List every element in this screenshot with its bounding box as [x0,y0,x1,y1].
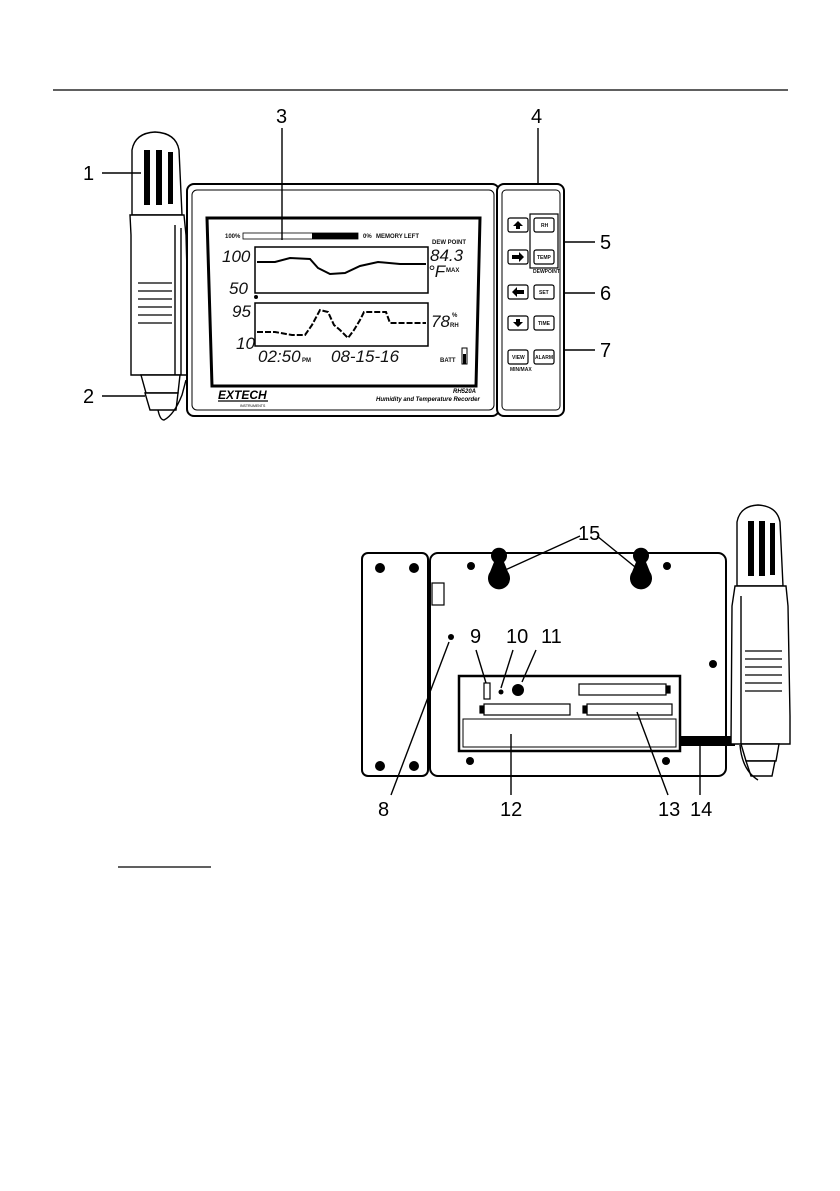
callout-7: 7 [600,340,611,362]
battery-b [484,704,570,715]
lcd-time: 02:50 [258,347,301,366]
lcd-date: 08-15-16 [331,347,400,366]
lcd-memory-full: 100% [225,234,241,240]
lcd-rh-value: 78 [431,312,450,331]
battery-c [587,704,672,715]
callout-5: 5 [600,232,611,254]
lcd-memory-empty: 0% [363,234,372,240]
callout-1: 1 [83,163,94,185]
lcd-rh-low: 10 [236,334,255,353]
callout-8: 8 [378,799,389,821]
callout-10: 10 [506,626,528,648]
rh-button-label: RH [541,223,549,229]
callout-6: 6 [600,283,611,305]
back-side-panel [362,553,428,776]
dewpoint-label: DEWPOINT [533,269,560,275]
lcd-memory-fill [312,233,358,239]
lcd-ampm: PM [302,358,311,364]
brand-logo: EXTECH [218,388,267,402]
probe-cable [680,736,735,746]
callout-15: 15 [578,523,600,545]
front-view: 100% 0% MEMORY LEFT 100 50 95 10 DEW POI… [83,106,611,420]
lcd-temp-low: 50 [229,279,248,298]
reset-hole [448,634,454,640]
lcd-memory-label: MEMORY [376,234,403,240]
lcd-memory-left: LEFT [404,234,419,240]
lcd-rh-percent: % [452,313,458,319]
led [499,690,504,695]
brand-subtitle: Humidity and Temperature Recorder [376,397,480,403]
probe-front [130,132,189,420]
callout-14: 14 [690,799,712,821]
time-button-label: TIME [538,321,551,327]
view-sub-label: MIN/MAX [510,367,532,373]
lcd-max-label: MAX [446,268,459,274]
lcd-rh-unit: RH [450,323,459,329]
temp-button-label: TEMP [537,255,552,261]
lcd-temp-high: 100 [222,247,251,266]
callout-13: 13 [658,799,680,821]
rh-graph-box [255,303,428,346]
back-view: 15 9 10 11 8 12 13 14 [362,505,790,821]
callout-4: 4 [531,106,542,128]
lcd-temp-unit: °F [428,262,447,281]
callout-9: 9 [470,626,481,648]
temp-graph-box [255,247,428,293]
lcd-rh-high: 95 [232,302,251,321]
probe-back [731,505,790,780]
callout-11: 11 [541,626,562,648]
battery-a [579,684,666,695]
alarm-button-label: ALARM [535,355,553,361]
lcd-batt: BATT [440,358,456,364]
brand-logo-sub: INSTRUMENTS [240,404,266,408]
callout-3: 3 [276,106,287,128]
view-button-label: VIEW [512,355,525,361]
jack [512,684,524,696]
callout-12: 12 [500,799,522,821]
callout-2: 2 [83,386,94,408]
brand-model: RH520A [453,389,476,395]
switch [484,683,490,699]
set-button-label: SET [539,290,549,296]
